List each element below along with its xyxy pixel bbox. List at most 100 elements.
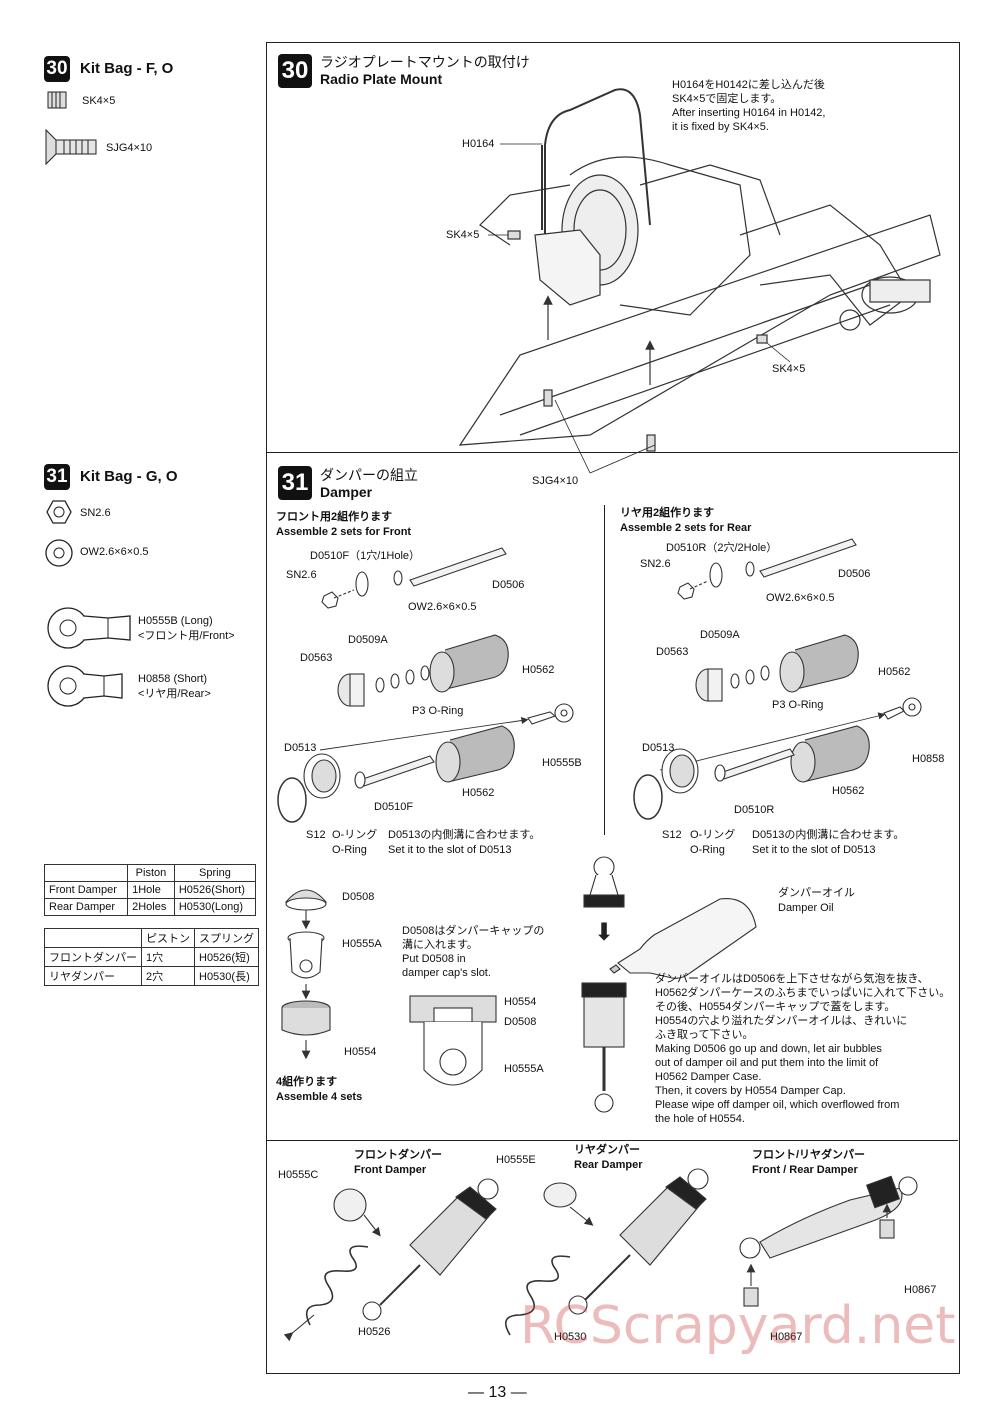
front-s12: S12 <box>306 829 326 841</box>
note-line: その後、H0554ダンパーキャップで蓋をします。 <box>655 1001 896 1013</box>
front-oring-en: O-Ring <box>332 844 367 856</box>
table-cell: 1穴 <box>141 947 195 967</box>
kit31-end-long-code: H0555B (Long) <box>138 615 213 627</box>
cap-l2-h0555a: H0555A <box>504 1063 544 1075</box>
page-number: — 13 — <box>468 1384 527 1401</box>
front-d0510: D0510F（1穴/1Hole） <box>310 550 421 562</box>
front-damper-final-illustration <box>283 1178 499 1342</box>
final-fr-en: Front / Rear Damper <box>752 1164 858 1176</box>
step31-title-en: Damper <box>320 484 373 500</box>
final-front-jp: フロントダンパー <box>354 1149 442 1161</box>
note-line: ふき取って下さい。 <box>655 1029 754 1041</box>
front-sn: SN2.6 <box>286 569 317 581</box>
cap-l2-d0508: D0508 <box>504 1016 537 1028</box>
front-ow: OW2.6×6×0.5 <box>408 601 477 613</box>
front-h0562b: H0562 <box>462 787 495 799</box>
front-d0563: D0563 <box>300 652 333 664</box>
final-rear-en: Rear Damper <box>574 1159 643 1171</box>
screw-sk-icon <box>47 91 67 109</box>
step30-title-en: Radio Plate Mount <box>320 71 443 87</box>
table-header: Piston <box>127 864 175 882</box>
svg-text:⬇: ⬇ <box>594 919 614 946</box>
front-rear-divider <box>604 505 605 835</box>
cap-section-illustration <box>409 995 497 1086</box>
final-h0555c: H0555C <box>278 1169 319 1181</box>
step30-note: H0164をH0142に差し込んだ後 SK4×5で固定します。 After in… <box>672 78 825 134</box>
note-line: the hole of H0554. <box>655 1113 745 1125</box>
note-line: H0554の穴より溢れたダンパーオイルは、きれいに <box>655 1015 908 1027</box>
rear-d0510: D0510R（2穴/2Hole） <box>666 542 778 554</box>
cap-note: D0508はダンパーキャップの 溝に入れます。 Put D0508 in dam… <box>402 924 544 980</box>
front-d0510b: D0510F <box>374 801 414 813</box>
step31-number: 31 <box>278 466 312 500</box>
kit30-number: 30 <box>44 56 70 82</box>
cap-sets-jp: 4組作ります <box>276 1076 338 1088</box>
table-cell <box>44 928 142 948</box>
cap-assembly-illustration <box>281 889 331 1060</box>
table-header: ピストン <box>141 928 195 948</box>
final-h0526: H0526 <box>358 1326 391 1338</box>
rear-sn: SN2.6 <box>640 558 671 570</box>
rear-h0562a: H0562 <box>878 666 911 678</box>
table-cell: フロントダンパー <box>44 947 142 967</box>
rear-damper-final-illustration <box>504 1168 709 1336</box>
oil-label-jp: ダンパーオイル <box>778 887 855 899</box>
kit30-part-sk: SK4×5 <box>82 95 116 107</box>
cap-h0554: H0554 <box>344 1046 377 1058</box>
note-line: damper cap's slot. <box>402 967 491 979</box>
table-cell: H0526(Short) <box>173 881 257 899</box>
front-slot-en: Set it to the slot of D0513 <box>388 844 512 856</box>
rear-h0562b: H0562 <box>832 785 865 797</box>
oil-label-en: Damper Oil <box>778 902 834 914</box>
cap-d0508: D0508 <box>342 891 375 903</box>
rear-slot-jp: D0513の内側溝に合わせます。 <box>752 829 905 841</box>
table-header: Spring <box>173 864 257 882</box>
rear-head-jp: リヤ用2組作ります <box>620 507 715 519</box>
final-h0530: H0530 <box>554 1331 587 1343</box>
note-line: 溝に入れます。 <box>402 939 478 951</box>
label-sk4x5-left: SK4×5 <box>446 229 480 241</box>
front-oring: P3 O-Ring <box>412 705 464 717</box>
final-h0867-right: H0867 <box>904 1284 937 1296</box>
full-damper-final-illustration <box>739 1175 918 1307</box>
cap-h0555a: H0555A <box>342 938 382 950</box>
kit31-end-long-sub: <フロント用/Front> <box>138 630 235 642</box>
kit31-number: 31 <box>44 464 70 490</box>
rear-oring-en: O-Ring <box>690 844 725 856</box>
table-header: スプリング <box>194 928 259 948</box>
kit31-title: Kit Bag - G, O <box>80 468 178 485</box>
table-cell: H0530(Long) <box>173 898 257 916</box>
washer-icon <box>45 539 73 567</box>
front-d0506: D0506 <box>492 579 525 591</box>
final-h0867-bottom: H0867 <box>770 1331 803 1343</box>
note-line: H0164をH0142に差し込んだ後 <box>672 79 825 91</box>
note-line: ダンパーオイルはD0506を上下させながら気泡を抜き、 <box>655 973 929 985</box>
note-line: H0562ダンパーケースのふちまでいっぱいに入れて下さい。 <box>655 987 951 999</box>
rear-slot-en: Set it to the slot of D0513 <box>752 844 876 856</box>
final-front-en: Front Damper <box>354 1164 427 1176</box>
note-line: it is fixed by SK4×5. <box>672 121 769 133</box>
step30-title-jp: ラジオプレートマウントの取付け <box>320 54 530 70</box>
kit31-end-short-code: H0858 (Short) <box>138 673 208 685</box>
note-line: Please wipe off damper oil, which overfl… <box>655 1099 900 1111</box>
section-divider <box>266 452 958 453</box>
chassis-illustration <box>458 88 941 474</box>
kit30-title: Kit Bag - F, O <box>80 60 174 77</box>
nut-icon <box>46 500 72 524</box>
note-line: Making D0506 go up and down, let air bub… <box>655 1043 882 1055</box>
note-line: D0508はダンパーキャップの <box>402 925 545 937</box>
rear-piston-illustration <box>633 538 922 820</box>
cap-l2-h0554: H0554 <box>504 996 537 1008</box>
table-cell: Front Damper <box>43 881 129 899</box>
label-h0164: H0164 <box>462 138 495 150</box>
final-divider <box>266 1140 958 1141</box>
table-cell: Rear Damper <box>43 898 129 916</box>
label-sjg4x10: SJG4×10 <box>532 475 579 487</box>
final-rear-jp: リヤダンパー <box>574 1144 640 1156</box>
table-cell: H0526(短) <box>194 947 259 967</box>
rear-end: H0858 <box>912 753 945 765</box>
rear-oring-jp: O-リング <box>690 829 736 841</box>
rear-s12: S12 <box>662 829 682 841</box>
